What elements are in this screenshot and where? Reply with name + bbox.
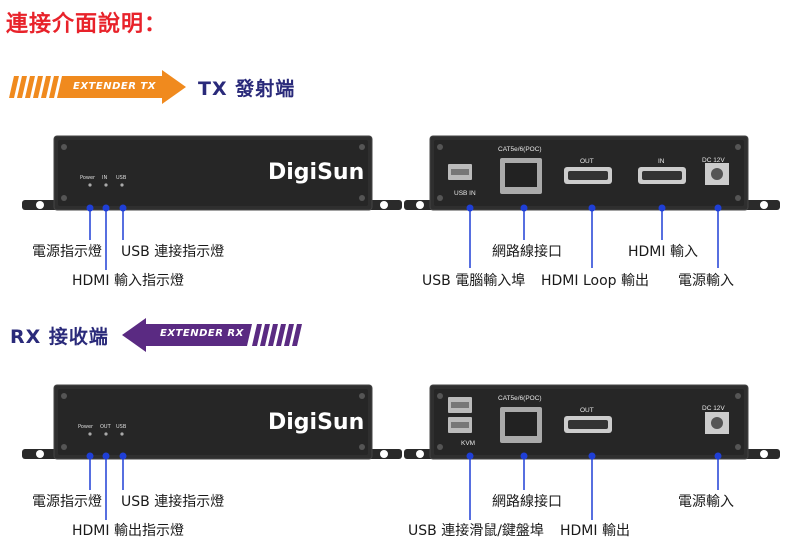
tx-callout-power-indicator: 電源指示燈 (32, 244, 102, 260)
rx-section-label: RX 接收端 (10, 326, 109, 348)
tx-front-callout-lines (86, 204, 127, 270)
rx-front-indicator-out: OUT (100, 424, 111, 430)
rx-callout-hdmi-out: HDMI 輸出 (560, 523, 630, 539)
rx-ribbon-arrow (122, 318, 302, 352)
tx-callout-usb-indicator: USB 連接指示燈 (121, 244, 225, 260)
rx-back-callout-lines (466, 452, 722, 520)
rx-front-device (22, 384, 402, 460)
tx-front-indicator-usb: USB (116, 175, 127, 181)
tx-callout-power-input: 電源輸入 (678, 273, 734, 289)
rx-callout-usb-indicator: USB 連接指示燈 (121, 494, 225, 510)
tx-callout-hdmi-in: HDMI 輸入 (628, 244, 698, 260)
rx-callout-power-input: 電源輸入 (678, 494, 734, 510)
tx-front-indicator-in: IN (102, 175, 108, 181)
tx-callout-hdmi-in-indicator: HDMI 輸入指示燈 (72, 273, 184, 289)
tx-callout-network-port: 網路線接口 (492, 244, 562, 260)
rx-front-indicator-usb: USB (116, 424, 127, 430)
tx-back-device (404, 135, 780, 211)
rx-callout-hdmi-out-indicator: HDMI 輸出指示燈 (72, 523, 184, 539)
tx-ribbon-arrow (9, 70, 186, 104)
rx-back-port-cat-label: CAT5e/6(POC) (498, 395, 542, 402)
tx-section-label: TX 發射端 (198, 78, 296, 100)
rx-back-port-dc-label: DC 12V (702, 405, 725, 412)
tx-back-callout-lines (466, 204, 722, 268)
tx-ribbon-text: EXTENDER TX (73, 81, 156, 92)
rx-front-callout-lines (86, 452, 127, 520)
tx-back-port-cat-label: CAT5e/6(POC) (498, 146, 542, 153)
rx-callout-power-indicator: 電源指示燈 (32, 494, 102, 510)
rx-back-port-kvm-label: KVM (461, 440, 476, 447)
rx-ribbon-text: EXTENDER RX (160, 328, 244, 339)
tx-callout-usb-pc-input: USB 電腦輸入埠 (422, 273, 526, 289)
rx-front-indicator-power: Power (78, 424, 94, 430)
tx-back-port-dc-label: DC 12V (702, 157, 725, 164)
tx-front-device (22, 135, 402, 211)
tx-back-port-out-label: OUT (580, 158, 594, 165)
rx-back-port-out-label: OUT (580, 407, 594, 414)
tx-back-port-in-label: IN (658, 158, 665, 165)
rx-callout-usb-kvm-port: USB 連接滑鼠/鍵盤埠 (408, 523, 544, 539)
rx-front-brand-logo: DigiSun (268, 410, 365, 435)
tx-front-brand-logo: DigiSun (268, 160, 365, 185)
tx-back-port-usb-in-label: USB IN (454, 190, 476, 197)
page-title: 連接介面說明： (6, 12, 168, 37)
tx-callout-hdmi-loop-out: HDMI Loop 輸出 (541, 273, 649, 289)
rx-callout-network-port: 網路線接口 (492, 494, 562, 510)
tx-front-indicator-power: Power (80, 175, 96, 181)
rx-back-device (404, 384, 780, 460)
